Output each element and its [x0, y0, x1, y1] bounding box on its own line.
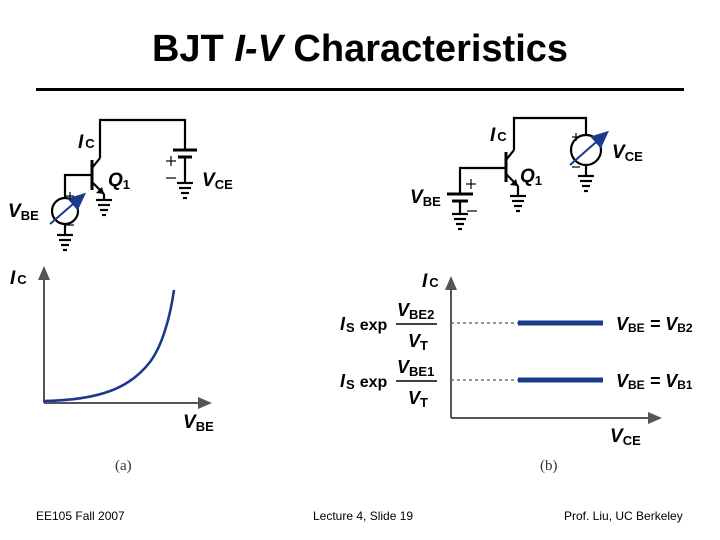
- circuit-b-collector-wire: [512, 116, 588, 150]
- svg-text:VBE2: VBE2: [397, 300, 434, 322]
- circuit-a-base-wire: [63, 173, 92, 198]
- plot-a-axes: [38, 266, 212, 409]
- circuit-b-base-wire: [458, 166, 506, 193]
- plot-b-xlabel: VCE: [610, 426, 641, 448]
- circuit-a-vce-label: VCE: [202, 170, 233, 192]
- svg-text:VT: VT: [408, 331, 428, 353]
- svg-text:VT: VT: [408, 388, 428, 410]
- circuit-a: [49, 118, 197, 252]
- title-plain: BJT: [151, 28, 235, 70]
- circuit-b-vbe-label: VBE: [410, 187, 441, 209]
- plot-a-exponential-curve: [43, 289, 176, 403]
- plot-a-caption: (a): [115, 458, 132, 474]
- title-italic: I-V: [234, 28, 283, 70]
- slide-title: BJT I-V Characteristics: [0, 28, 720, 71]
- plot-b-level1-label: VBE= VB1: [616, 371, 693, 392]
- svg-text:VBE1: VBE1: [397, 357, 434, 379]
- title-rule: [36, 88, 684, 91]
- title-rest: Characteristics: [282, 28, 569, 70]
- plot-b-level2-label: VBE= VB2: [616, 314, 693, 335]
- circuit-a-collector-wire: [98, 118, 187, 158]
- circuit-b-vce-label: VCE: [612, 142, 643, 164]
- circuit-a-q-label: Q1: [108, 170, 130, 192]
- circuit-a-emitter-arrow: [96, 187, 104, 194]
- circuit-b-q-label: Q1: [520, 166, 542, 188]
- circuit-a-vbe-label: VBE: [8, 201, 39, 223]
- footer-author: Prof. Liu, UC Berkeley: [564, 509, 683, 523]
- plot-a-xlabel: VBE: [183, 412, 214, 434]
- circuit-b: [447, 116, 610, 231]
- footer-course: EE105 Fall 2007: [36, 509, 125, 523]
- circuit-a-bjt-collector: [91, 157, 101, 169]
- plot-b-axes: [445, 276, 662, 424]
- plot-b-caption: (b): [540, 458, 558, 474]
- footer-slide-number: Lecture 4, Slide 19: [313, 509, 414, 523]
